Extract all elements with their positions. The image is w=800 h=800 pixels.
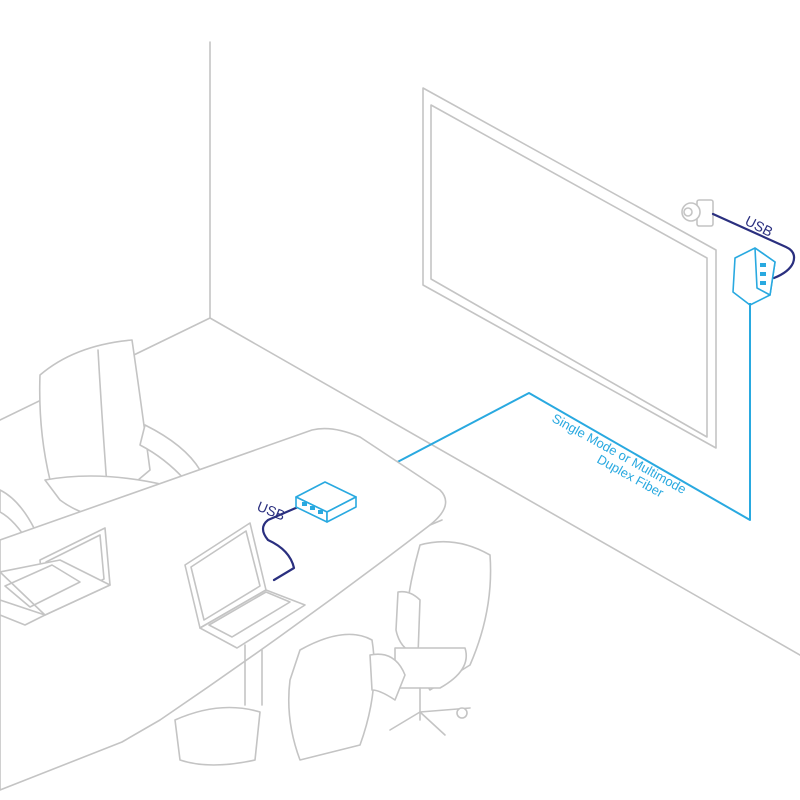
chair-front-right: [389, 540, 492, 736]
chair-front-center: [174, 633, 406, 766]
usb-cable-camera: [711, 212, 796, 280]
fiber-label-line1: Single Mode or Multimode: [550, 411, 689, 497]
fiber-extender-table-unit: [295, 481, 357, 523]
fiber-extender-wall-unit: [732, 247, 776, 306]
chair-back-left: [38, 339, 201, 521]
wall-display: [422, 87, 717, 449]
laptop-left: [0, 527, 111, 626]
usb-cable-laptop: [261, 502, 307, 582]
camera-icon: [681, 199, 714, 227]
fiber-cable: [347, 303, 751, 521]
laptop-center: [184, 522, 306, 649]
